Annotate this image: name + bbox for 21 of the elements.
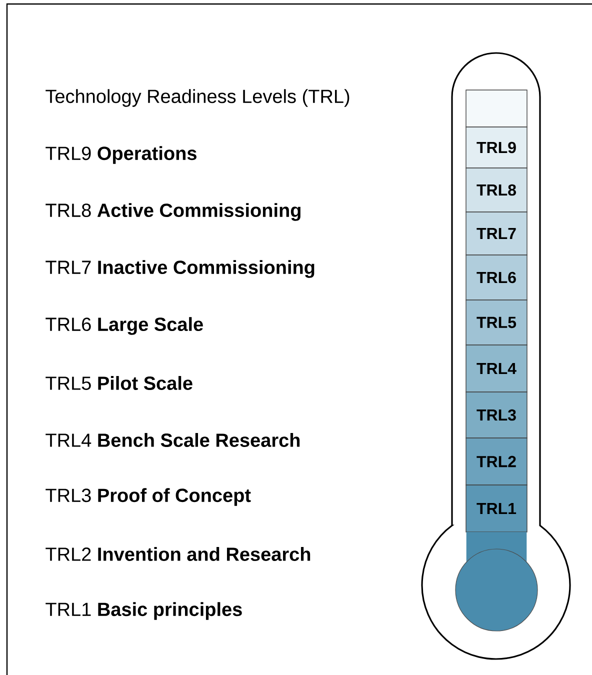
level-label: TRL1 Basic principles xyxy=(46,602,242,620)
list-heading: Technology Readiness Levels (TRL) xyxy=(46,89,350,107)
level-cell: TRL4 xyxy=(466,344,528,392)
level-cell: TRL1 xyxy=(466,484,528,532)
empty-cell xyxy=(466,90,528,128)
level-label: TRL2 Invention and Research xyxy=(46,547,310,561)
level-label: TRL4 Bench Scale Research xyxy=(46,433,300,447)
level-label: TRL7 Inactive Commissioning xyxy=(46,260,314,278)
level-cell: TRL9 xyxy=(466,126,528,168)
level-label: TRL9 Operations xyxy=(46,146,196,164)
level-cell: TRL7 xyxy=(466,212,528,256)
level-cell: TRL2 xyxy=(466,438,528,486)
level-label: TRL5 Pilot Scale xyxy=(46,376,192,390)
level-cell: TRL6 xyxy=(466,254,528,300)
level-cell: TRL8 xyxy=(466,168,528,212)
liquid-bulb xyxy=(455,532,538,632)
level-cell: TRL3 xyxy=(466,392,528,438)
level-label: TRL3 Proof of Concept xyxy=(46,488,251,506)
level-label: TRL8 Active Commissioning xyxy=(46,203,300,221)
level-label: TRL6 Large Scale xyxy=(46,317,203,335)
level-cell: TRL5 xyxy=(466,300,528,346)
